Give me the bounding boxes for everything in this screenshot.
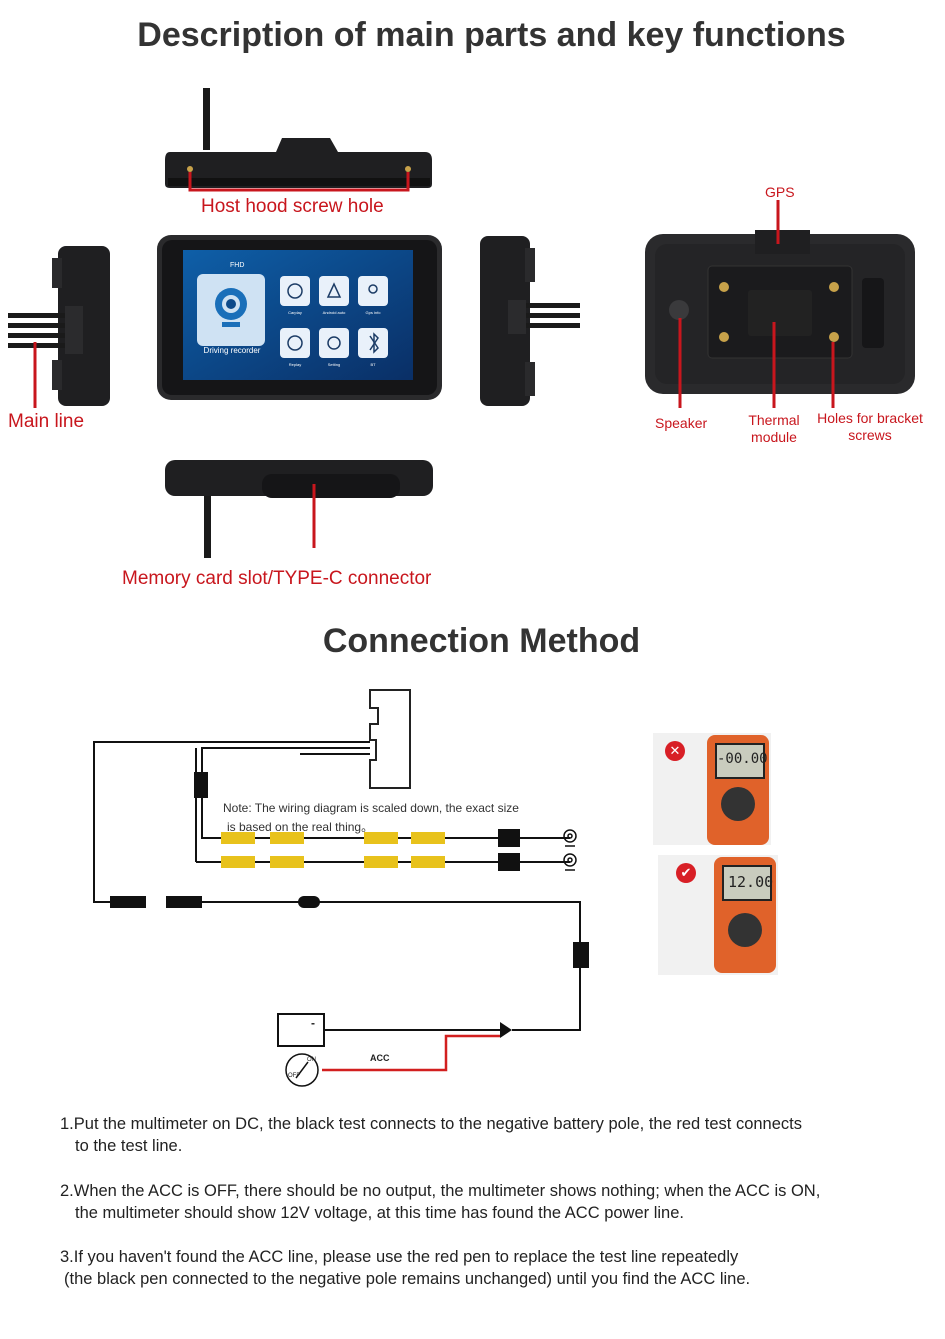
device-right-view xyxy=(480,236,580,406)
instruction-3-line2: (the black pen connected to the negative… xyxy=(64,1270,751,1288)
battery-minus: - xyxy=(311,1016,315,1030)
device-left-view xyxy=(8,246,110,408)
screen-main-app-label: Driving recorder xyxy=(203,346,261,355)
label-card-slot: Memory card slot/TYPE-C connector xyxy=(122,568,432,589)
device-top-view xyxy=(165,88,432,192)
device-back-view xyxy=(645,200,915,408)
label-host-hood-screw-hole: Host hood screw hole xyxy=(201,196,384,217)
switch-on-label: ON xyxy=(307,1057,316,1063)
instruction-1-line1: 1.Put the multimeter on DC, the black te… xyxy=(60,1115,802,1133)
screen-app-gps-info: Gps info xyxy=(365,310,381,315)
acc-label: ACC xyxy=(370,1053,390,1063)
device-illustrations xyxy=(8,88,915,558)
instruction-2: 2.When the ACC is OFF, there should be n… xyxy=(60,1180,920,1224)
meter-reading-wrong: -00.00 xyxy=(717,751,768,767)
label-bracket-holes: Holes for bracket screws xyxy=(817,410,923,443)
device-front-view xyxy=(157,235,442,400)
section-title-connection: Connection Method xyxy=(322,622,641,660)
instruction-3-line1: 3.If you haven't found the ACC line, ple… xyxy=(60,1248,739,1266)
screen-app-setting: Setting xyxy=(327,362,341,367)
note-line1: Note: The wiring diagram is scaled down,… xyxy=(223,801,519,815)
screen-app-carplay: Carplay xyxy=(288,310,302,315)
screen-fhd-label: FHD xyxy=(230,262,245,269)
instruction-1-line2: to the test line. xyxy=(75,1137,183,1155)
wrong-icon: ✕ xyxy=(665,741,685,761)
instruction-2-line1: 2.When the ACC is OFF, there should be n… xyxy=(60,1182,821,1200)
wiring-diagram xyxy=(93,689,589,1087)
section-title-parts: Description of main parts and key functi… xyxy=(137,16,846,54)
multimeter-wrong: ✕ -00.00 xyxy=(653,733,771,845)
label-thermal-module: Thermal module xyxy=(748,412,800,445)
meter-reading-correct: 12.00 xyxy=(728,873,774,891)
label-main-line: Main line xyxy=(8,411,85,432)
multimeter-correct: ✔ 12.00 xyxy=(658,855,778,975)
instruction-2-line2: the multimeter should show 12V voltage, … xyxy=(75,1204,684,1222)
switch-off-label: OFF xyxy=(288,1073,300,1079)
screen-app-replay: Replay xyxy=(288,362,302,367)
instruction-1: 1.Put the multimeter on DC, the black te… xyxy=(60,1113,920,1157)
label-speaker: Speaker xyxy=(655,415,708,431)
note-line2: is based on the real thing。 xyxy=(227,820,374,834)
screen-app-bt: BT xyxy=(370,362,376,367)
instruction-3: 3.If you haven't found the ACC line, ple… xyxy=(60,1246,920,1290)
device-bottom-view xyxy=(165,460,433,558)
correct-icon: ✔ xyxy=(676,863,696,883)
label-gps: GPS xyxy=(765,184,795,200)
screen-app-android-auto: Android auto xyxy=(322,310,346,315)
